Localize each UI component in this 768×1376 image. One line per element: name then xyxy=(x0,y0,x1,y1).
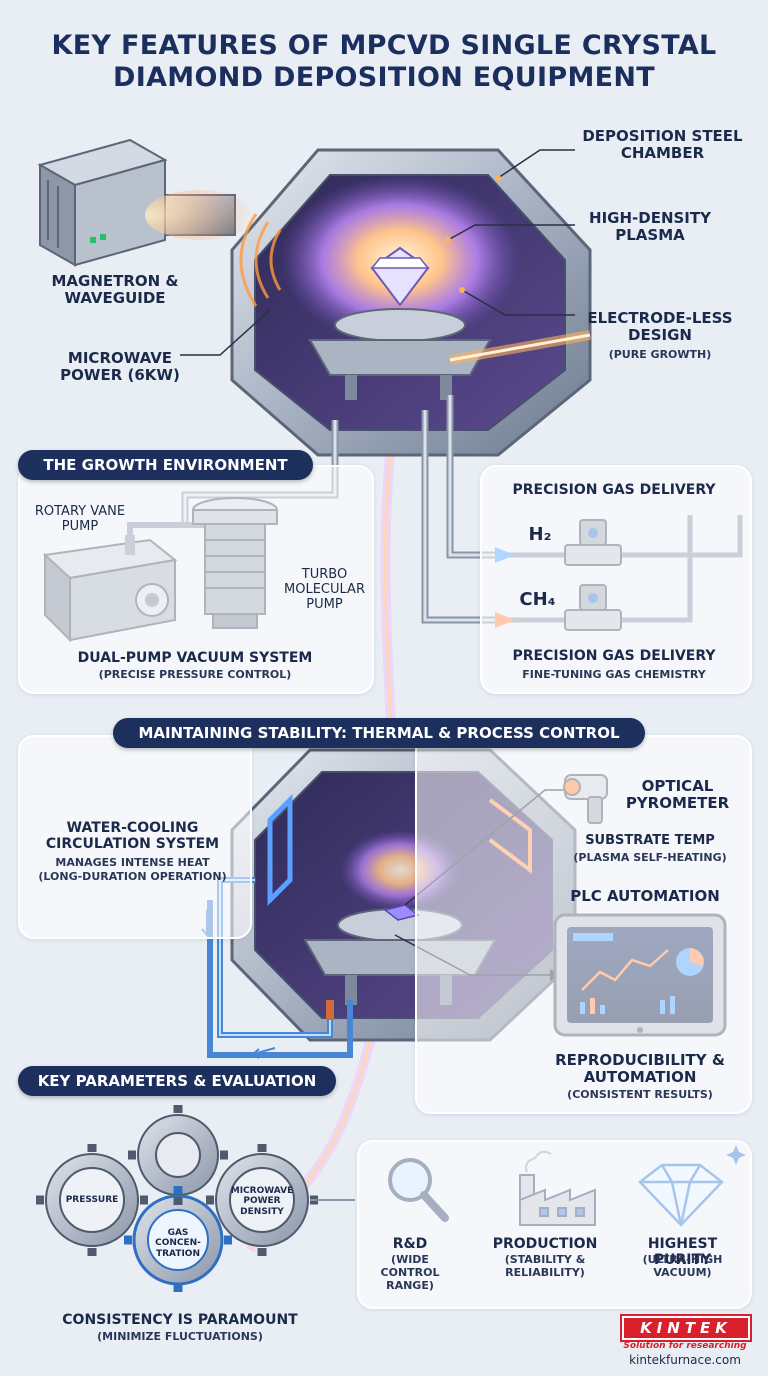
gear-pressure-label: PRESSURE xyxy=(65,1195,119,1205)
microwave-label: MICROWAVE POWER (6kW) xyxy=(60,349,180,385)
gear-cluster xyxy=(45,1114,309,1286)
deposition-chamber xyxy=(230,148,592,457)
vacuum-system-label: DUAL-PUMP VACUUM SYSTEM xyxy=(77,650,313,666)
electrode-less-label: ELECTRODE-LESS DESIGN xyxy=(587,309,733,345)
purity-label: HIGHEST PURITY xyxy=(647,1236,718,1269)
gear-microwave-label: MICROWAVE POWER DENSITY xyxy=(230,1186,294,1217)
pyrometer-label: OPTICAL PYROMETER xyxy=(625,777,730,813)
deposition-chamber-label: DEPOSITION STEEL CHAMBER xyxy=(582,127,743,163)
gas-delivery-sub: FINE-TUNING GAS CHEMISTRY xyxy=(522,668,706,681)
kintek-logo: KINTEK xyxy=(620,1314,752,1342)
production-sub: (STABILITY & RELIABILITY) xyxy=(504,1253,586,1280)
magnetron-label: MAGNETRON & WAVEGUIDE xyxy=(51,272,179,308)
electrode-less-sub: (PURE GROWTH) xyxy=(608,348,712,361)
gas-delivery-title-bottom: PRECISION GAS DELIVERY xyxy=(512,648,716,664)
brand-tagline: Solution for researching xyxy=(623,1341,747,1351)
h2-label: H₂ xyxy=(528,524,552,545)
title-line-1: KEY FEATURES OF MPCVD SINGLE CRYSTAL xyxy=(51,30,717,61)
title-line-2: DIAMOND DEPOSITION EQUIPMENT xyxy=(113,61,655,93)
growth-environment-header: THE GROWTH ENVIRONMENT xyxy=(18,450,313,480)
gear-gas-label: GAS CONCEN-TRATION xyxy=(155,1228,201,1259)
rd-sub: (WIDE CONTROL RANGE) xyxy=(380,1253,440,1293)
reproducibility-label: REPRODUCIBILITY & AUTOMATION xyxy=(555,1051,725,1087)
ch4-label: CH₄ xyxy=(519,589,556,610)
reproducibility-sub: (CONSISTENT RESULTS) xyxy=(567,1088,713,1101)
purity-sub: (ULTRA-HIGH VACUUM) xyxy=(642,1253,723,1280)
stability-right-panel xyxy=(415,735,752,1114)
growth-environment-panel xyxy=(18,465,374,694)
turbo-pump-label: TURBO MOLECULAR PUMP xyxy=(284,567,365,612)
rd-label: R&D xyxy=(392,1236,428,1252)
gas-delivery-title-top: PRECISION GAS DELIVERY xyxy=(512,482,716,498)
plasma-label: HIGH-DENSITY PLASMA xyxy=(589,209,711,245)
vacuum-system-sub: (PRECISE PRESSURE CONTROL) xyxy=(98,668,292,681)
stability-left-panel xyxy=(18,735,252,939)
rotary-pump-label: ROTARY VANE PUMP xyxy=(34,504,126,534)
evaluation-panel xyxy=(357,1140,752,1309)
consistency-sub: (MINIMIZE FLUCTUATIONS) xyxy=(97,1330,263,1343)
cooling-label: WATER-COOLING CIRCULATION SYSTEM xyxy=(45,820,220,853)
cooling-sub-1: MANAGES INTENSE HEAT xyxy=(55,856,210,869)
plc-label: PLC AUTOMATION xyxy=(570,887,720,905)
gas-delivery-panel xyxy=(480,465,752,694)
stability-header: MAINTAINING STABILITY: THERMAL & PROCESS… xyxy=(113,718,645,748)
magnetron-unit xyxy=(37,138,255,267)
parameters-header: KEY PARAMETERS & EVALUATION xyxy=(18,1066,336,1096)
cooling-sub-2: (LONG-DURATION OPERATION) xyxy=(38,870,227,883)
production-label: PRODUCTION xyxy=(492,1236,598,1252)
substrate-temp-sub: (PLASMA SELF-HEATING) xyxy=(573,851,727,864)
substrate-temp-label: SUBSTRATE TEMP xyxy=(585,833,715,848)
consistency-label: CONSISTENCY IS PARAMOUNT xyxy=(62,1312,298,1328)
page-title: KEY FEATURES OF MPCVD SINGLE CRYSTAL DIA… xyxy=(0,30,768,93)
brand-url[interactable]: kintekfurnace.com xyxy=(629,1353,741,1367)
